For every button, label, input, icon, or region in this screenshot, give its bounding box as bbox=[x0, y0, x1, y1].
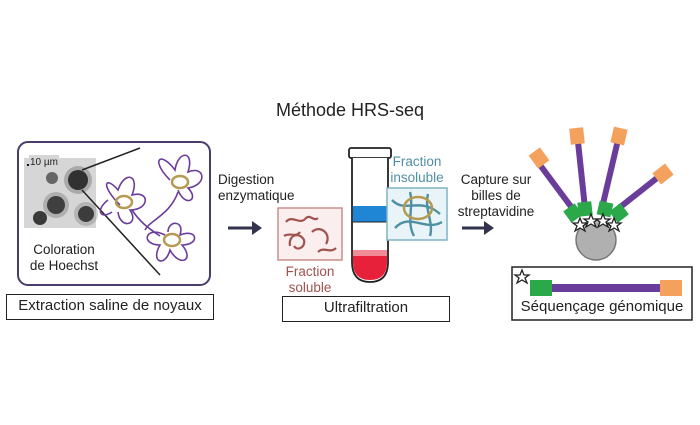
extraction-box: Extraction saline de noyaux bbox=[6, 294, 214, 320]
staining-label: Coloration de Hoechst bbox=[29, 242, 99, 273]
insoluble-fraction-box bbox=[386, 187, 448, 241]
capture-label: Capture sur billes de streptavidine bbox=[457, 172, 535, 219]
loop-anchors bbox=[114, 174, 190, 248]
fraction-soluble-label: Fraction soluble bbox=[285, 264, 335, 295]
scale-bar-label: 10 µm bbox=[29, 155, 59, 171]
streptavidin-bead-assembly bbox=[528, 126, 674, 261]
soluble-fraction-box bbox=[277, 207, 343, 261]
sequencing-construct bbox=[511, 266, 693, 321]
ultrafiltration-box: Ultrafiltration bbox=[282, 296, 450, 322]
sequencing-label: Séquençage génomique bbox=[520, 298, 684, 315]
chromatin-loops bbox=[99, 154, 203, 262]
digestion-label: Digestion enzymatique bbox=[218, 172, 295, 203]
diagram-title: Méthode HRS-seq bbox=[275, 100, 425, 120]
ultrafiltration-tube bbox=[348, 147, 392, 283]
arrow-digestion bbox=[228, 221, 262, 235]
arrow-capture bbox=[462, 221, 494, 235]
fraction-insoluble-label: Fraction insoluble bbox=[390, 154, 444, 185]
